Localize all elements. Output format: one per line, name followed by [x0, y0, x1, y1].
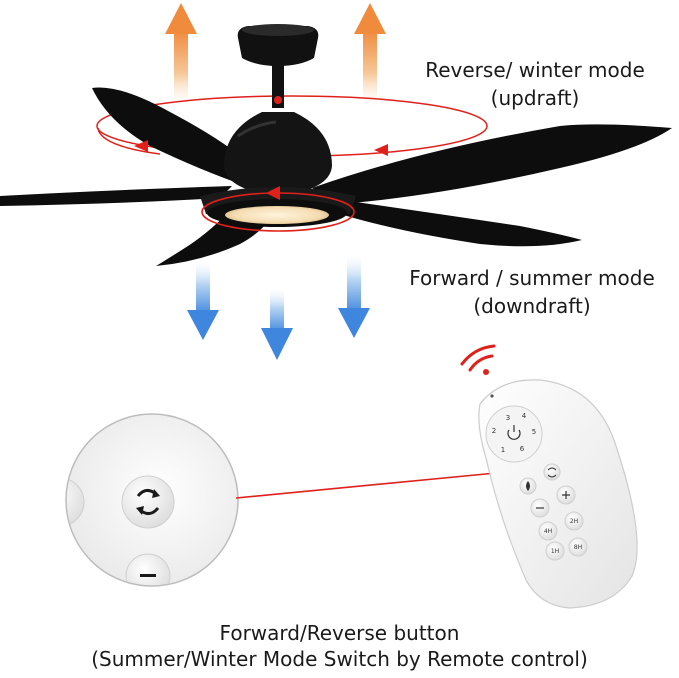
speed-button-3[interactable]: 3	[506, 414, 510, 422]
downdraft-arrows	[187, 252, 370, 360]
speed-button-1[interactable]: 1	[501, 446, 505, 454]
speed-button-cluster	[485, 405, 543, 463]
timer-button-2h[interactable]	[564, 511, 584, 531]
forward-mode-subtitle: (downdraft)	[473, 294, 591, 318]
led-light-panel	[225, 206, 329, 224]
arrow-left-icon	[374, 144, 388, 156]
caption-subtitle: (Summer/Winter Mode Switch by Remote con…	[91, 647, 588, 671]
signal-icon	[460, 344, 496, 375]
power-icon[interactable]	[507, 425, 521, 440]
arrow-left-icon	[134, 140, 148, 152]
reverse-mode-subtitle: (updraft)	[490, 86, 580, 110]
reverse-mode-title: Reverse/ winter mode	[425, 58, 645, 82]
downdraft-arrow-icon	[261, 286, 293, 360]
timer-label-4h: 4H	[544, 528, 552, 535]
caption-title: Forward/Reverse button	[219, 621, 460, 645]
forward-reverse-button[interactable]	[543, 463, 561, 481]
light-kit	[201, 186, 355, 232]
flame-icon	[526, 481, 530, 491]
reverse-direction-arrows	[97, 127, 388, 156]
forward-mode-title: Forward / summer mode	[409, 266, 655, 290]
timer-button-1h[interactable]	[545, 541, 565, 561]
remote-control: 1 2 3 4 5 6 1H 2H 4H 8H	[460, 344, 638, 609]
swap-direction-icon	[547, 467, 557, 478]
downdraft-arrow-icon	[187, 258, 219, 340]
speed-button-2[interactable]: 2	[492, 427, 496, 435]
arrow-left-icon	[266, 186, 280, 200]
caption: Forward/Reverse button (Summer/Winter Mo…	[0, 620, 679, 672]
zoomed-remote-detail	[65, 413, 239, 587]
downdraft-arrow-icon	[338, 252, 370, 338]
speed-button-6[interactable]: 6	[520, 445, 525, 453]
timer-label-2h: 2H	[570, 518, 578, 525]
timer-button-4h[interactable]	[538, 521, 558, 541]
reverse-mode-label: Reverse/ winter mode (updraft)	[380, 56, 679, 112]
fan-canopy	[237, 24, 319, 108]
zoomed-forward-reverse-button	[121, 475, 175, 529]
updraft-arrow-icon	[165, 3, 197, 110]
updraft-arrows	[165, 3, 386, 110]
plus-icon	[562, 491, 570, 499]
forward-mode-label: Forward / summer mode (downdraft)	[372, 264, 679, 320]
speed-button-4[interactable]: 4	[522, 412, 527, 420]
timer-button-8h[interactable]	[568, 537, 588, 557]
speed-button-5[interactable]: 5	[532, 428, 536, 436]
timer-label-1h: 1H	[551, 548, 559, 555]
fan-blades	[0, 87, 672, 266]
timer-label-8h: 8H	[574, 544, 582, 551]
updraft-arrow-icon	[354, 3, 386, 110]
